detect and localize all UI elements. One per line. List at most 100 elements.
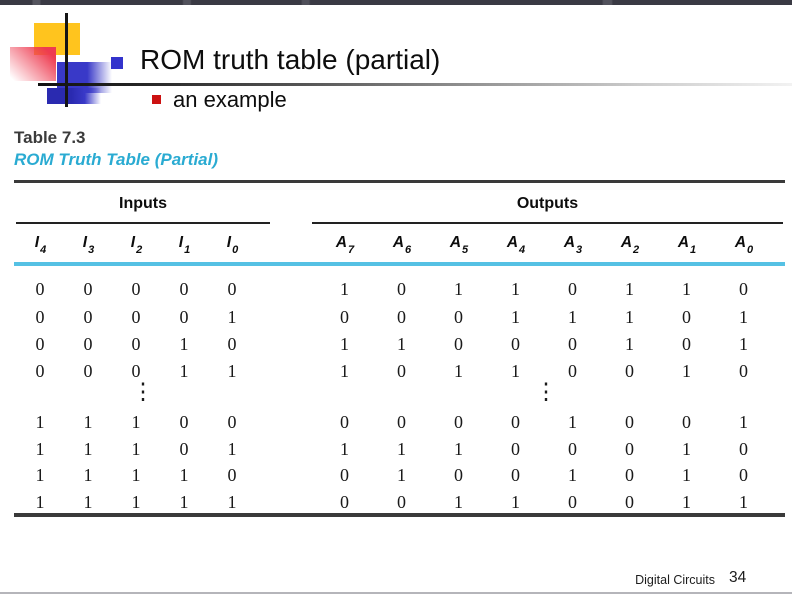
input-bit-cell: 1 — [35, 492, 45, 513]
output-column-header: A6 — [392, 233, 412, 257]
output-bit-cell: 1 — [454, 279, 463, 300]
output-bit-cell: 1 — [340, 361, 349, 382]
input-column-header: I4 — [34, 233, 47, 257]
output-bit-cell: 1 — [739, 333, 748, 354]
output-bit-cell: 0 — [397, 361, 406, 382]
input-column-header: I2 — [130, 233, 143, 257]
outputs-group-underline — [312, 222, 783, 224]
output-bit-cell: 1 — [739, 306, 748, 327]
output-column-header: A2 — [620, 233, 640, 257]
input-column-header: I3 — [82, 233, 95, 257]
input-bit-cell: 1 — [83, 438, 93, 459]
output-bit-cell: 0 — [511, 438, 520, 459]
output-bit-cell: 1 — [625, 279, 634, 300]
input-bit-cell: 1 — [179, 333, 189, 354]
output-bit-cell: 1 — [511, 492, 520, 513]
output-bit-cell: 0 — [340, 492, 349, 513]
input-bit-cell: 1 — [179, 361, 189, 382]
input-bit-cell: 1 — [227, 492, 237, 513]
input-bit-cell: 0 — [35, 279, 45, 300]
input-bit-cell: 0 — [227, 333, 237, 354]
input-bit-cell: 0 — [131, 306, 141, 327]
input-bit-cell: 0 — [35, 333, 45, 354]
inputs-group-underline — [16, 222, 270, 224]
title-bullet-icon — [111, 57, 123, 69]
input-bit-cell: 0 — [83, 333, 93, 354]
outputs-group-header: Outputs — [516, 195, 579, 212]
input-bit-cell: 1 — [83, 411, 93, 432]
table-caption-number: Table 7.3 — [14, 128, 86, 147]
output-bit-cell: 0 — [625, 411, 634, 432]
input-bit-cell: 1 — [179, 465, 189, 486]
table-bottom-rule — [14, 513, 785, 517]
output-bit-cell: 0 — [625, 438, 634, 459]
output-bit-cell: 1 — [397, 438, 406, 459]
input-bit-cell: 1 — [35, 411, 45, 432]
output-bit-cell: 0 — [739, 279, 748, 300]
input-bit-cell: 1 — [227, 438, 237, 459]
input-bit-cell: 0 — [131, 279, 141, 300]
footer-course-name: Digital Circuits — [635, 573, 715, 587]
output-bit-cell: 1 — [397, 333, 406, 354]
logo-vertical-line — [65, 13, 68, 107]
output-bit-cell: 0 — [397, 306, 406, 327]
output-column-header: A5 — [449, 233, 469, 257]
output-bit-cell: 1 — [511, 279, 520, 300]
output-bit-cell: 0 — [739, 438, 748, 459]
input-bit-cell: 0 — [179, 438, 189, 459]
output-bit-cell: 0 — [454, 465, 463, 486]
output-bit-cell: 1 — [454, 361, 463, 382]
page-title: ROM truth table (partial) — [140, 44, 441, 75]
output-bit-cell: 1 — [568, 306, 577, 327]
output-bit-cell: 0 — [340, 411, 349, 432]
input-bit-cell: 1 — [179, 492, 189, 513]
output-bit-cell: 1 — [511, 306, 520, 327]
output-bit-cell: 1 — [625, 333, 634, 354]
input-bit-cell: 1 — [83, 492, 93, 513]
output-bit-cell: 1 — [340, 333, 349, 354]
output-bit-cell: 1 — [682, 492, 691, 513]
output-bit-cell: 1 — [511, 361, 520, 382]
input-bit-cell: 0 — [227, 411, 237, 432]
slide-top-edge-bar — [0, 0, 792, 5]
output-bit-cell: 0 — [568, 279, 577, 300]
input-bit-cell: 1 — [131, 411, 141, 432]
output-bit-cell: 0 — [340, 465, 349, 486]
inputs-ellipsis: ⋮ — [131, 379, 155, 404]
output-bit-cell: 1 — [568, 465, 577, 486]
inputs-group-header: Inputs — [119, 195, 167, 212]
output-bit-cell: 1 — [625, 306, 634, 327]
input-bit-cell: 1 — [131, 492, 141, 513]
output-bit-cell: 1 — [682, 438, 691, 459]
title-underline-gradient — [38, 83, 792, 86]
output-bit-cell: 1 — [454, 438, 463, 459]
page-subtitle: an example — [173, 87, 287, 112]
output-bit-cell: 0 — [568, 492, 577, 513]
input-column-header: I1 — [178, 233, 191, 257]
output-bit-cell: 0 — [568, 361, 577, 382]
header-separator-cyan-rule — [14, 262, 785, 266]
output-bit-cell: 1 — [682, 361, 691, 382]
subtitle-bullet-icon — [152, 95, 161, 104]
output-bit-cell: 1 — [397, 465, 406, 486]
footer-page-number: 34 — [729, 569, 747, 586]
input-bit-cell: 0 — [179, 279, 189, 300]
output-column-header: A0 — [734, 233, 754, 257]
output-bit-cell: 0 — [625, 465, 634, 486]
output-bit-cell: 0 — [397, 279, 406, 300]
input-bit-cell: 0 — [227, 279, 237, 300]
logo-dark-blue-square — [47, 88, 101, 104]
output-bit-cell: 0 — [568, 333, 577, 354]
output-bit-cell: 0 — [682, 333, 691, 354]
output-bit-cell: 0 — [397, 411, 406, 432]
output-bit-cell: 0 — [682, 306, 691, 327]
output-column-header: A3 — [563, 233, 583, 257]
